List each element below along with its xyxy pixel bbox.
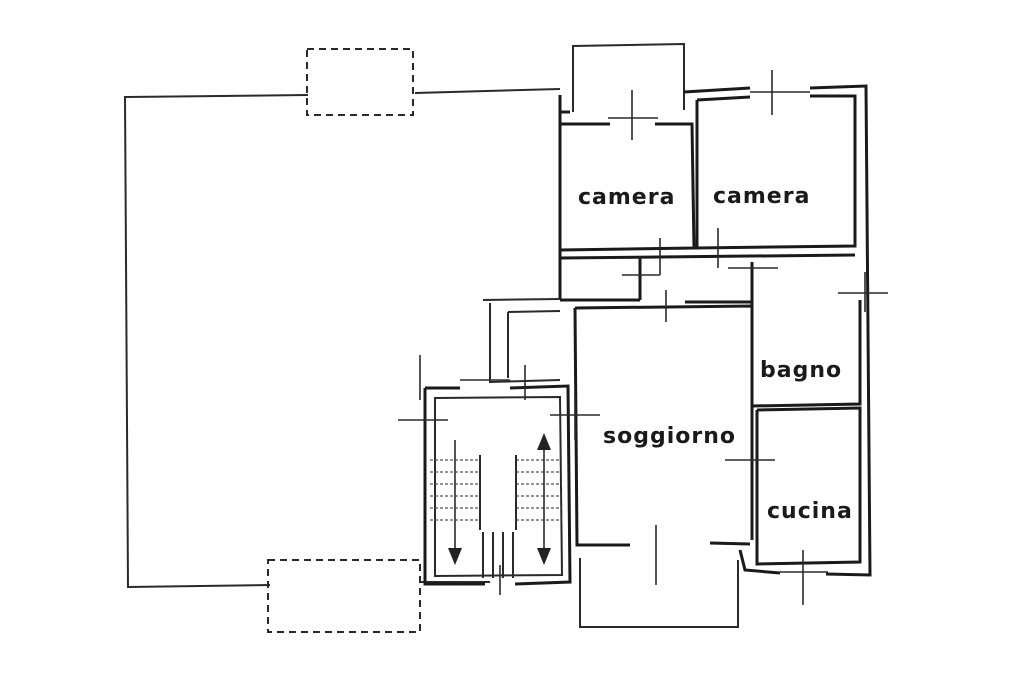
stairwell <box>423 384 572 586</box>
shaft <box>482 298 561 384</box>
room-cucina-walls <box>755 406 862 566</box>
balcony-top-right <box>572 42 685 112</box>
label-camera-right: camera <box>713 184 810 209</box>
label-bagno: bagno <box>760 358 842 383</box>
balcony-bottom-dashed <box>267 559 421 633</box>
room-bagno-walls <box>750 262 862 408</box>
room-soggiorno-walls <box>573 304 754 547</box>
room-camera-left-walls <box>559 122 696 252</box>
terrace-outline <box>123 88 561 589</box>
label-soggiorno: soggiorno <box>603 424 736 449</box>
balcony-top-dashed <box>306 48 414 116</box>
balcony-bottom-right <box>579 558 739 628</box>
stair-steps-right <box>516 459 562 521</box>
room-camera-right-walls <box>695 94 857 250</box>
outer-walls <box>558 84 872 577</box>
label-camera-left: camera <box>578 185 675 210</box>
corridor-walls <box>559 253 856 304</box>
label-cucina: cucina <box>767 499 853 524</box>
window-marks <box>398 70 888 605</box>
